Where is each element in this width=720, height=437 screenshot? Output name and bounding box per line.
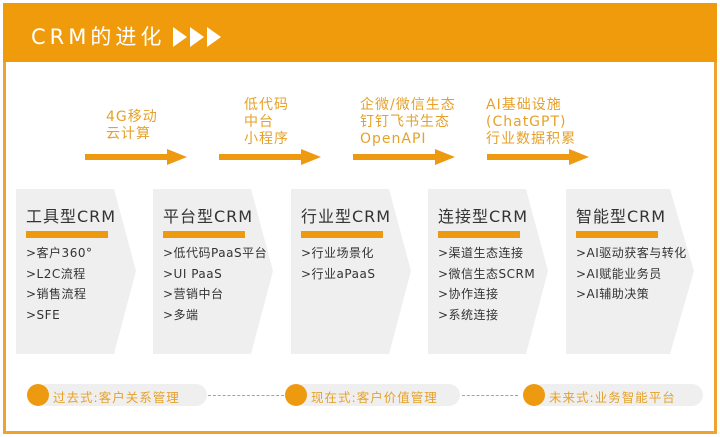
stage-item: >低代码PaaS平台: [163, 246, 268, 260]
stage-accent-bar: [576, 231, 658, 238]
driver-line: 云计算: [106, 126, 151, 142]
driver-line: 4G移动: [106, 109, 158, 125]
timeline-dot-icon: [285, 384, 307, 406]
stage-industry-crm: 行业型CRM >行业场景化 >行业aPaaS: [291, 189, 421, 354]
stage-item: >系统连接: [438, 307, 499, 322]
stage-connection-crm: 连接型CRM >渠道生态连接 >微信生态SCRM >协作连接 >系统连接: [428, 189, 558, 354]
era-label: 过去式:客户关系管理: [53, 390, 180, 405]
right-arrow-icon: [85, 149, 187, 165]
right-arrow-icon: [487, 149, 589, 165]
driver-line: 企微/微信生态: [360, 97, 456, 113]
stage-item: >渠道生态连接: [438, 246, 524, 260]
stage-item: >销售流程: [26, 287, 87, 301]
stage-item: >营销中台: [163, 287, 224, 301]
stage-title: 连接型CRM: [438, 207, 529, 226]
stage-item: >行业aPaaS: [301, 266, 376, 281]
stage-item: >多端: [163, 307, 199, 322]
stage-intelligent-crm: 智能型CRM >AI驱动获客与转化 >AI赋能业务员 >AI辅助决策: [566, 189, 696, 354]
driver-line: 钉钉飞书生态: [360, 114, 450, 130]
diagram-frame: [3, 3, 717, 434]
stage-platform-crm: 平台型CRM >低代码PaaS平台 >UI PaaS >营销中台 >多端: [153, 189, 283, 354]
driver-2: 低代码 中台 小程序: [244, 97, 289, 148]
stage-title: 工具型CRM: [26, 207, 117, 226]
stage-items: >客户360° >L2C流程 >销售流程 >SFE: [26, 243, 92, 325]
stage-title: 智能型CRM: [576, 207, 667, 226]
timeline-connector: [462, 395, 518, 396]
stage-items: >低代码PaaS平台 >UI PaaS >营销中台 >多端: [163, 243, 267, 325]
era-present: 现在式:客户价值管理: [285, 384, 460, 406]
triple-play-arrows-icon: [173, 27, 221, 47]
stage-items: >行业场景化 >行业aPaaS: [301, 243, 375, 284]
stage-item: >AI驱动获客与转化: [576, 246, 687, 260]
stage-item: >行业场景化: [301, 246, 375, 260]
stage-items: >AI驱动获客与转化 >AI赋能业务员 >AI辅助决策: [576, 243, 687, 305]
era-pill: [293, 384, 460, 406]
stage-accent-bar: [438, 231, 520, 238]
stage-item: >UI PaaS: [163, 266, 223, 281]
chevron-shape: [428, 189, 548, 354]
timeline-connector: [208, 395, 284, 396]
right-arrow-icon: [219, 149, 321, 165]
driver-line: AI基础设施: [486, 97, 562, 113]
header-banner: CRM的进化: [3, 3, 717, 62]
era-pill: [531, 384, 703, 406]
driver-line: 低代码: [244, 97, 289, 113]
stage-item: >协作连接: [438, 287, 499, 301]
driver-1: 4G移动 云计算: [106, 109, 158, 143]
page-title: CRM的进化: [31, 25, 166, 49]
driver-line: (ChatGPT): [486, 114, 567, 130]
driver-line: 小程序: [244, 131, 289, 147]
era-label: 未来式:业务智能平台: [549, 390, 676, 405]
chevron-shape: [566, 189, 694, 354]
stage-item: >AI赋能业务员: [576, 266, 662, 281]
stage-accent-bar: [26, 231, 108, 238]
chevron-shape: [153, 189, 273, 354]
driver-3: 企微/微信生态 钉钉飞书生态 OpenAPI: [360, 97, 456, 148]
stage-title: 平台型CRM: [163, 207, 254, 226]
chevron-shape: [291, 189, 411, 354]
stage-accent-bar: [301, 231, 383, 238]
stage-title: 行业型CRM: [301, 207, 392, 226]
stage-item: >L2C流程: [26, 266, 86, 281]
stage-item: >微信生态SCRM: [438, 266, 536, 281]
driver-line: OpenAPI: [360, 131, 427, 147]
stage-item: >SFE: [26, 307, 61, 322]
era-past: 过去式:客户关系管理: [27, 384, 207, 406]
stage-items: >渠道生态连接 >微信生态SCRM >协作连接 >系统连接: [438, 243, 535, 325]
stage-accent-bar: [163, 231, 245, 238]
era-label: 现在式:客户价值管理: [311, 390, 438, 405]
driver-4: AI基础设施 (ChatGPT) 行业数据积累: [486, 97, 576, 148]
chevron-shape: [16, 189, 136, 354]
driver-line: 中台: [244, 114, 274, 130]
timeline-dot-icon: [523, 384, 545, 406]
era-pill: [35, 384, 207, 406]
driver-line: 行业数据积累: [486, 131, 576, 147]
timeline-dot-icon: [27, 384, 49, 406]
stage-item: >客户360°: [26, 246, 93, 260]
era-future: 未来式:业务智能平台: [523, 384, 703, 406]
right-arrow-icon: [353, 149, 455, 165]
stage-item: >AI辅助决策: [576, 287, 650, 301]
stage-tool-crm: 工具型CRM >客户360° >L2C流程 >销售流程 >SFE: [16, 189, 146, 354]
